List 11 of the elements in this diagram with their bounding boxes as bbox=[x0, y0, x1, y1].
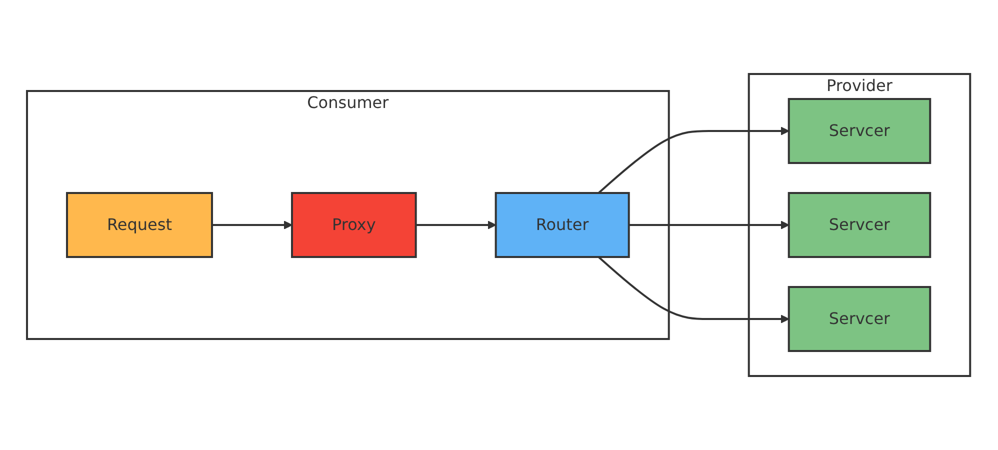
arrow bbox=[416, 220, 497, 230]
node-box: Servcer bbox=[788, 98, 932, 164]
arrow bbox=[598, 126, 790, 194]
node-box: Router bbox=[495, 192, 630, 258]
node-box: Servcer bbox=[788, 286, 932, 352]
arrow bbox=[212, 220, 293, 230]
node-box: Proxy bbox=[291, 192, 418, 258]
arrow bbox=[598, 256, 790, 324]
arrow bbox=[629, 220, 790, 230]
node-box: Request bbox=[66, 192, 214, 258]
node-box: Servcer bbox=[788, 192, 932, 258]
